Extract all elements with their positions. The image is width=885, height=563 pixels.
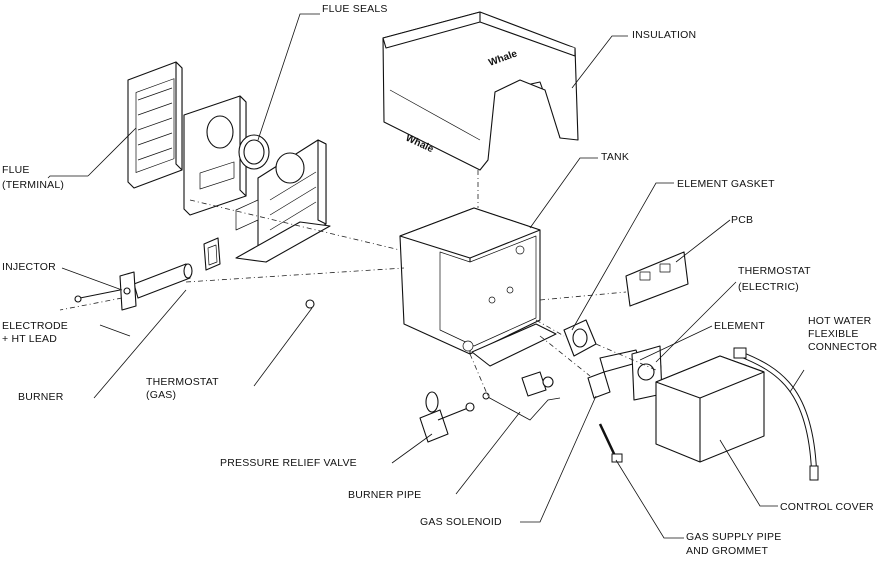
- insulation-part: Whale Whale: [382, 11, 579, 171]
- label-hot-water-3: CONNECTOR: [808, 341, 878, 353]
- label-flue-terminal-2: (TERMINAL): [2, 179, 65, 191]
- pressure-relief-valve-part: [419, 391, 475, 443]
- leader-lines: [47, 13, 805, 539]
- label-injector: INJECTOR: [2, 261, 56, 273]
- control-cover-part: [655, 355, 765, 463]
- label-gas-supply-2: AND GROMMET: [686, 545, 769, 557]
- gas-supply-pipe-part: [598, 423, 623, 463]
- pcb-part: [625, 251, 689, 307]
- flue-seal-part: [238, 134, 270, 170]
- label-hot-water-2: FLEXIBLE: [808, 328, 859, 340]
- label-pressure-relief-valve: PRESSURE RELIEF VALVE: [220, 457, 357, 469]
- gas-valve-part: [521, 371, 554, 397]
- burner-pipe-part: [482, 392, 561, 421]
- label-element-gasket: ELEMENT GASKET: [677, 178, 775, 190]
- label-thermostat-electric-2: (ELECTRIC): [738, 281, 799, 293]
- label-thermostat-electric-1: THERMOSTAT: [738, 265, 811, 277]
- label-control-cover: CONTROL COVER: [780, 501, 874, 513]
- burner-part: [74, 263, 193, 311]
- tank-part: [399, 207, 557, 367]
- label-flue-seals: FLUE SEALS: [322, 3, 388, 15]
- label-gas-solenoid: GAS SOLENOID: [420, 516, 502, 528]
- label-burner: BURNER: [18, 391, 64, 403]
- combustion-chamber-part: [235, 139, 331, 263]
- alignment-lines: [59, 170, 657, 397]
- label-element: ELEMENT: [714, 320, 765, 332]
- thermostat-gas-part: [305, 299, 315, 309]
- gas-solenoid-part: [587, 371, 611, 399]
- burner-gasket-part: [203, 237, 221, 271]
- label-gas-supply-1: GAS SUPPLY PIPE: [686, 531, 782, 543]
- label-tank: TANK: [601, 151, 630, 163]
- label-hot-water-1: HOT WATER: [808, 315, 872, 327]
- flue-plate-part: [183, 95, 247, 216]
- label-electrode-1: ELECTRODE: [2, 320, 68, 332]
- element-gasket-part: [563, 319, 597, 357]
- label-flue-terminal-1: FLUE: [2, 164, 30, 176]
- label-pcb: PCB: [731, 214, 754, 226]
- label-thermostat-gas-1: THERMOSTAT: [146, 376, 219, 388]
- hot-water-connector-part: [733, 347, 819, 481]
- label-thermostat-gas-2: (GAS): [146, 389, 177, 401]
- flue-terminal-part: [127, 61, 183, 189]
- label-electrode-2: + HT LEAD: [2, 333, 58, 345]
- label-burner-pipe: BURNER PIPE: [348, 489, 422, 501]
- label-insulation: INSULATION: [632, 29, 697, 41]
- element-part: [599, 345, 663, 401]
